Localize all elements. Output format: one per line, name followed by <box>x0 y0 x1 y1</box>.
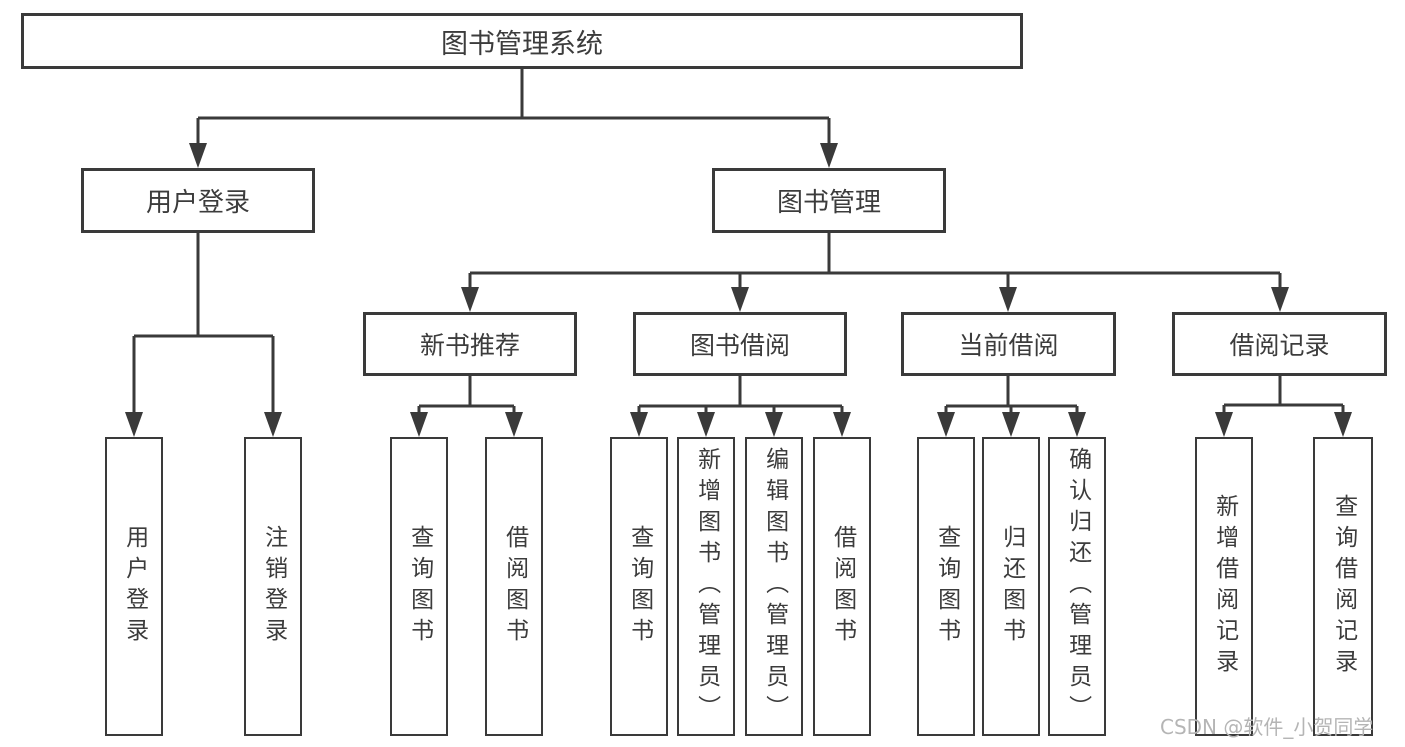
arrowhead <box>1002 412 1020 437</box>
leaf-label: 用户登录 <box>121 524 148 649</box>
leaf-label: 确认归还（管理员） <box>1064 447 1091 726</box>
arrowhead <box>731 287 749 312</box>
leaf-edit-books-admin: 编辑图书（管理员） <box>745 437 803 736</box>
connector-book-mgmt-children <box>468 233 1282 291</box>
leaf-logout: 注销登录 <box>244 437 302 736</box>
connector-root-to-level2 <box>196 69 831 146</box>
arrowhead <box>630 412 648 437</box>
arrowhead <box>189 143 207 168</box>
node-current-borrowing: 当前借阅 <box>901 312 1116 376</box>
leaf-label: 新增借阅记录 <box>1211 493 1238 680</box>
node-label: 图书管理 <box>776 188 881 218</box>
node-book-borrowing: 图书借阅 <box>633 312 847 376</box>
arrowhead <box>1271 287 1289 312</box>
leaf-label: 查询借阅记录 <box>1330 493 1357 680</box>
arrowhead <box>461 287 479 312</box>
node-root-library-management-system: 图书管理系统 <box>21 13 1023 69</box>
arrowhead <box>1068 412 1086 437</box>
node-label: 借阅记录 <box>1229 331 1330 360</box>
leaf-label: 查询图书 <box>933 524 960 649</box>
arrowhead <box>697 412 715 437</box>
arrowhead <box>937 412 955 437</box>
node-label: 图书管理系统 <box>441 28 603 60</box>
leaf-label: 新增图书（管理员） <box>693 447 720 726</box>
arrowhead <box>125 412 143 437</box>
node-borrowing-records: 借阅记录 <box>1172 312 1387 376</box>
leaf-query-books-current: 查询图书 <box>917 437 975 736</box>
arrowhead <box>410 412 428 437</box>
arrowhead <box>264 412 282 437</box>
node-book-management: 图书管理 <box>712 168 946 233</box>
leaf-label: 借阅图书 <box>829 524 856 649</box>
node-label: 图书借阅 <box>689 331 790 360</box>
arrowhead <box>1215 412 1233 437</box>
leaf-query-borrow-record: 查询借阅记录 <box>1313 437 1373 736</box>
leaf-label: 查询图书 <box>626 524 653 649</box>
connector-current-borrow-children <box>944 376 1079 416</box>
arrowhead <box>833 412 851 437</box>
leaf-add-books-admin: 新增图书（管理员） <box>677 437 735 736</box>
arrowheads <box>125 143 1352 437</box>
arrowhead <box>765 412 783 437</box>
node-label: 用户登录 <box>145 188 250 218</box>
node-label: 当前借阅 <box>958 331 1059 360</box>
leaf-label: 借阅图书 <box>501 524 528 649</box>
connector-borrow-record-children <box>1222 376 1345 416</box>
leaf-confirm-return-admin: 确认归还（管理员） <box>1048 437 1106 736</box>
arrowhead <box>505 412 523 437</box>
connector-new-book-children <box>417 376 516 416</box>
leaf-label: 编辑图书（管理员） <box>761 447 788 726</box>
node-user-login: 用户登录 <box>81 168 315 233</box>
arrowhead <box>999 287 1017 312</box>
leaf-return-books: 归还图书 <box>982 437 1040 736</box>
leaf-label: 归还图书 <box>998 524 1025 649</box>
leaf-label: 查询图书 <box>406 524 433 649</box>
leaf-query-books-borrow: 查询图书 <box>610 437 668 736</box>
watermark: CSDN @软件_小贺同学 <box>1160 715 1374 739</box>
arrowhead <box>820 143 838 168</box>
node-label: 新书推荐 <box>419 331 520 360</box>
leaf-query-books-recommend: 查询图书 <box>390 437 448 736</box>
connector-user-login-children <box>132 233 275 415</box>
leaf-borrow-books-recommend: 借阅图书 <box>485 437 543 736</box>
leaf-user-login: 用户登录 <box>105 437 163 736</box>
connector-book-borrow-children <box>637 376 844 416</box>
node-new-book-recommendation: 新书推荐 <box>363 312 577 376</box>
leaf-label: 注销登录 <box>260 524 287 649</box>
arrowhead <box>1334 412 1352 437</box>
leaf-borrow-books: 借阅图书 <box>813 437 871 736</box>
leaf-add-borrow-record: 新增借阅记录 <box>1195 437 1253 736</box>
